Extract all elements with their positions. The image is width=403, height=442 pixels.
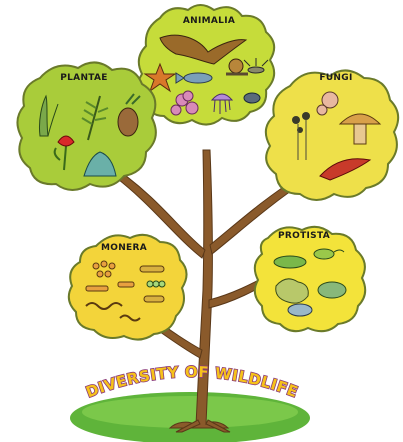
eagle-icon xyxy=(159,34,248,65)
protista-cloud: PROTISTA xyxy=(253,225,367,333)
algae-icon xyxy=(83,151,117,177)
animalia-cloud: ANIMALIA xyxy=(136,4,276,126)
amoeba-icon xyxy=(275,278,309,304)
euglena-icon xyxy=(313,248,345,260)
insect-icon xyxy=(243,58,269,74)
fungi-cloud: FUNGI xyxy=(264,69,400,201)
pine-cone-icon xyxy=(117,93,141,137)
snail-icon xyxy=(226,58,248,76)
starfish-icon xyxy=(143,62,177,93)
monera-label: MONERA xyxy=(101,243,147,253)
fish-icon xyxy=(175,72,213,84)
monera-cloud: MONERA xyxy=(67,233,188,341)
diatom-icon xyxy=(287,281,347,317)
fern-icon xyxy=(81,95,109,141)
paramecium-icon xyxy=(273,255,307,269)
fungi-label: FUNGI xyxy=(319,73,352,83)
tulip-icon xyxy=(53,135,75,171)
yeast-icon xyxy=(316,91,339,116)
plantae-label: PLANTAE xyxy=(60,73,107,83)
mussel-icon xyxy=(243,92,261,104)
bacillus-icon xyxy=(139,265,165,303)
animalia-label: ANIMALIA xyxy=(183,16,235,26)
mushroom-icon xyxy=(338,113,382,145)
plantae-cloud: PLANTAE xyxy=(16,61,157,191)
moss-icon xyxy=(39,94,59,137)
bacteria-icon xyxy=(85,260,135,292)
coral-icon xyxy=(170,90,199,116)
spirillum-icon xyxy=(85,302,141,322)
jellyfish-icon xyxy=(210,93,234,114)
mold-icon xyxy=(292,112,310,160)
protista-label: PROTISTA xyxy=(278,231,330,241)
coccus-chain-icon xyxy=(146,280,166,288)
bracket-fungus-icon xyxy=(319,158,372,181)
